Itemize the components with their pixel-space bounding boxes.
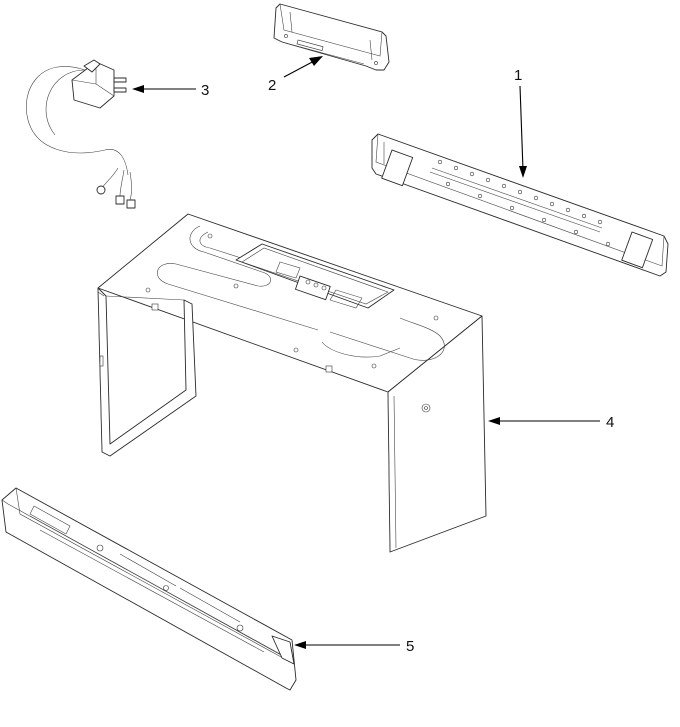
callout-4-label: 4: [606, 414, 614, 431]
callout-5: 5: [294, 638, 414, 655]
callout-1: 1: [514, 67, 527, 178]
callout-2: 2: [268, 56, 323, 94]
mounting-rail-part: [371, 133, 669, 277]
power-cord-part: [26, 59, 136, 209]
callout-3-label: 3: [201, 82, 209, 99]
callout-3: 3: [132, 82, 209, 99]
cabinet-wrapper-part: [97, 213, 487, 553]
callout-2-label: 2: [268, 77, 276, 94]
callout-1-label: 1: [514, 67, 522, 84]
callout-4: 4: [488, 414, 614, 431]
rail-slots: [437, 159, 611, 247]
callout-5-label: 5: [406, 638, 414, 655]
top-bracket-part: [273, 3, 390, 71]
bottom-trim-part: [1, 487, 297, 691]
